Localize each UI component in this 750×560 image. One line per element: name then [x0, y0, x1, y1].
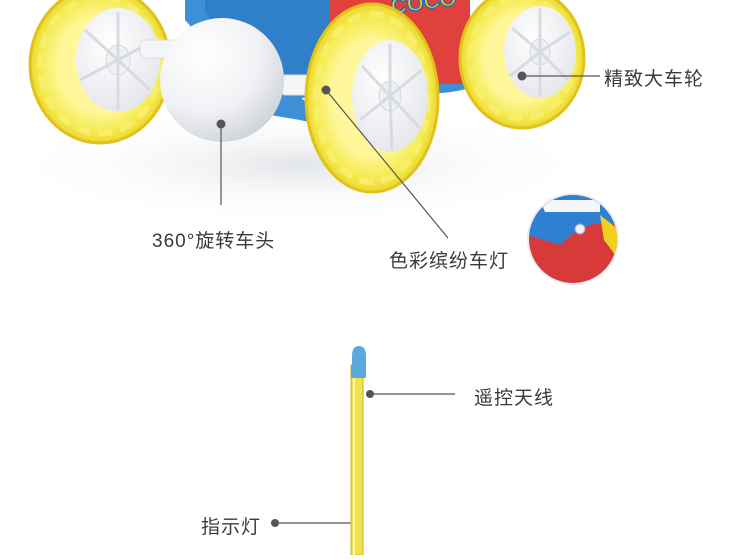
- callout-antenna: 遥控天线: [474, 388, 555, 409]
- callout-wheels: 精致大车轮: [604, 69, 705, 90]
- light-zoom-lens: [527, 193, 619, 285]
- rotating-head-ball: [160, 18, 284, 142]
- ground-shadow: [0, 105, 600, 225]
- antenna: [350, 346, 366, 556]
- callout-lights: 色彩缤纷车灯: [389, 251, 510, 272]
- front-wheel: [304, 2, 440, 194]
- right-wheel: [458, 0, 586, 130]
- callout-indicator: 指示灯: [201, 517, 262, 538]
- callout-rotating-head: 360°旋转车头: [152, 231, 276, 252]
- left-wheel: [28, 0, 172, 145]
- leader-lines: [216, 71, 600, 527]
